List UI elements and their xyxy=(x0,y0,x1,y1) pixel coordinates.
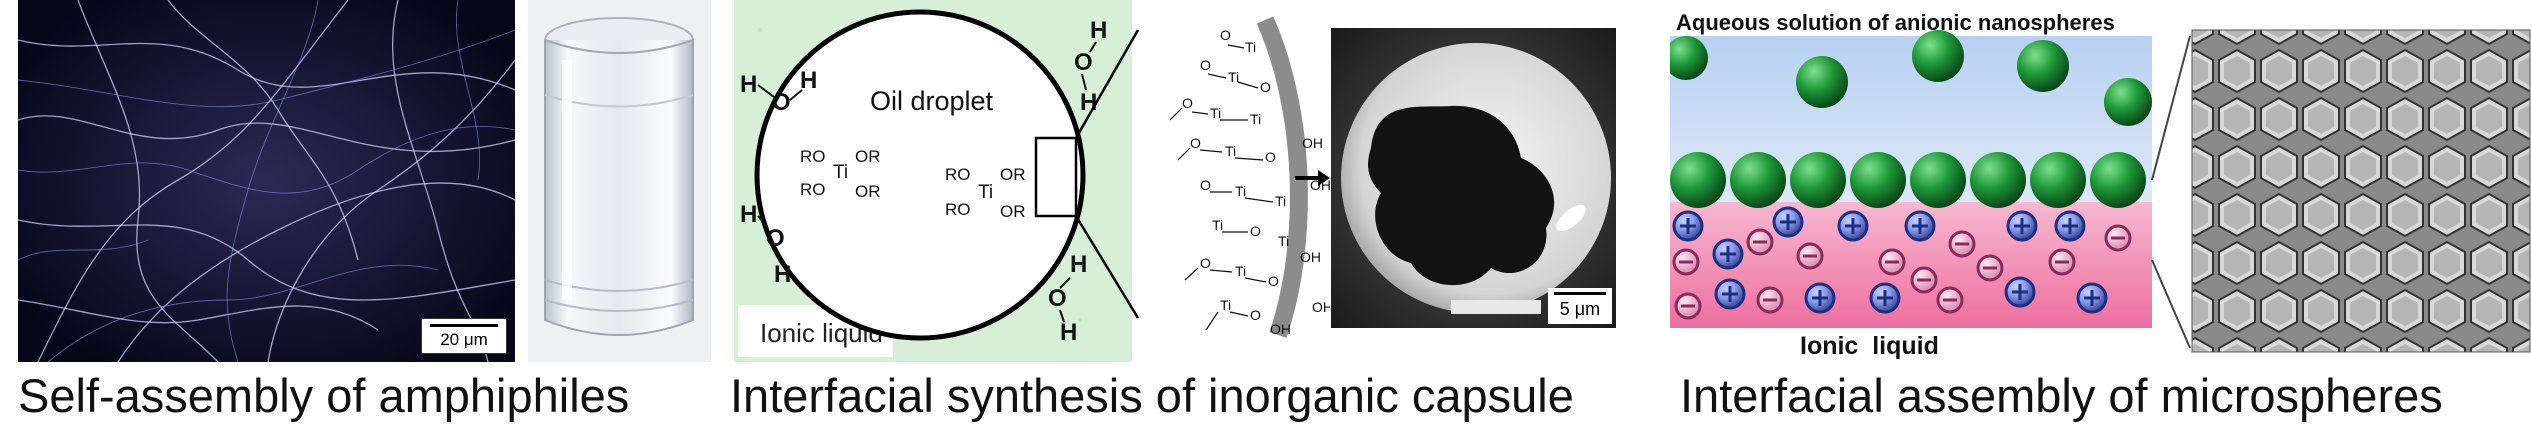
svg-text:H: H xyxy=(740,71,757,98)
svg-text:O: O xyxy=(1220,27,1231,43)
svg-text:H: H xyxy=(1060,319,1077,346)
arrow-right-icon xyxy=(1295,170,1330,186)
glass-vial-photo xyxy=(528,0,711,362)
svg-text:O: O xyxy=(1190,135,1201,151)
svg-text:O: O xyxy=(1265,149,1276,165)
zoom-box xyxy=(1034,136,1078,218)
scale-bar-label: 5 μm xyxy=(1559,299,1601,319)
svg-text:O: O xyxy=(1250,307,1261,323)
svg-text:OR: OR xyxy=(855,182,881,201)
svg-text:Ti: Ti xyxy=(978,182,993,203)
capsule-sem-image: 5 μm xyxy=(1331,28,1616,328)
nanosphere-monolayer xyxy=(1670,152,2146,208)
svg-text:OR: OR xyxy=(1000,202,1026,221)
svg-text:RO: RO xyxy=(945,165,971,184)
svg-text:O: O xyxy=(1200,57,1211,73)
caption-interfacial-synthesis: Interfacial synthesis of inorganic capsu… xyxy=(730,369,1574,422)
anion xyxy=(1672,224,2132,320)
microsphere-assembly-diagram: Aqueous solution of anionic nanospheres xyxy=(1670,10,2531,362)
svg-text:O: O xyxy=(1182,95,1193,111)
svg-text:RO: RO xyxy=(945,200,971,219)
svg-text:Ti: Ti xyxy=(1228,69,1239,85)
svg-text:O: O xyxy=(1260,79,1271,95)
scale-bar-20um: 20 μm xyxy=(421,318,507,354)
svg-text:H: H xyxy=(774,261,791,288)
caption-interfacial-assembly: Interfacial assembly of microspheres xyxy=(1680,369,2443,422)
oil-droplet-label: Oil droplet xyxy=(870,86,994,116)
caption-self-assembly: Self-assembly of amphiphiles xyxy=(18,369,630,422)
svg-text:OH: OH xyxy=(1300,249,1321,265)
svg-text:H: H xyxy=(740,201,757,228)
svg-text:O: O xyxy=(1200,255,1211,271)
ti-alkoxide-left: RO OR Ti RO OR xyxy=(800,147,881,201)
svg-text:Ti: Ti xyxy=(1210,105,1221,121)
svg-text:OH: OH xyxy=(1270,321,1291,337)
scale-bar-5um: 5 μm xyxy=(1548,288,1612,324)
hexagonal-array-sem xyxy=(2191,29,2531,353)
scale-bar-label: 20 μm xyxy=(440,330,488,349)
svg-text:OR: OR xyxy=(1000,165,1026,184)
svg-text:Ti: Ti xyxy=(1225,143,1236,159)
ionic-liquid-label: Ionic liquid xyxy=(1800,332,1939,360)
svg-text:O: O xyxy=(1250,223,1261,239)
svg-text:O: O xyxy=(1200,177,1211,193)
svg-text:O: O xyxy=(766,225,785,252)
svg-text:O: O xyxy=(1048,285,1067,312)
svg-text:Ti: Ti xyxy=(1212,217,1223,233)
oil-droplet xyxy=(754,9,1086,341)
svg-text:Ti: Ti xyxy=(1220,297,1231,313)
svg-text:OH: OH xyxy=(1302,135,1323,151)
svg-text:O: O xyxy=(1074,49,1093,76)
svg-text:Ti: Ti xyxy=(1278,233,1289,249)
svg-text:Ti: Ti xyxy=(833,162,848,183)
svg-text:Ti: Ti xyxy=(1245,39,1256,55)
svg-text:RO: RO xyxy=(800,147,826,166)
svg-text:Ti: Ti xyxy=(1275,193,1286,209)
ti-alkoxide-right: RO OR Ti RO OR xyxy=(945,165,1026,221)
svg-text:Ti: Ti xyxy=(1250,111,1261,127)
svg-text:Ti: Ti xyxy=(1235,183,1246,199)
svg-text:H: H xyxy=(1090,17,1107,44)
water-molecule: H OH H OH H OH H OH xyxy=(740,17,1107,346)
aqueous-solution-label: Aqueous solution of anionic nanospheres xyxy=(1676,10,2115,35)
svg-text:OH: OH xyxy=(1312,299,1330,315)
anionic-nanosphere xyxy=(1670,30,2152,126)
svg-text:O: O xyxy=(1268,273,1279,289)
svg-text:Ti: Ti xyxy=(1235,263,1246,279)
fiber-network-micrograph: 20 μm xyxy=(18,0,515,362)
svg-text:H: H xyxy=(800,67,817,94)
svg-text:OR: OR xyxy=(855,147,881,166)
svg-text:O: O xyxy=(772,89,791,116)
cation xyxy=(1672,206,2108,314)
titania-shell xyxy=(1256,16,1308,338)
svg-text:H: H xyxy=(1080,89,1097,116)
svg-text:RO: RO xyxy=(800,180,826,199)
svg-text:H: H xyxy=(1070,251,1087,278)
